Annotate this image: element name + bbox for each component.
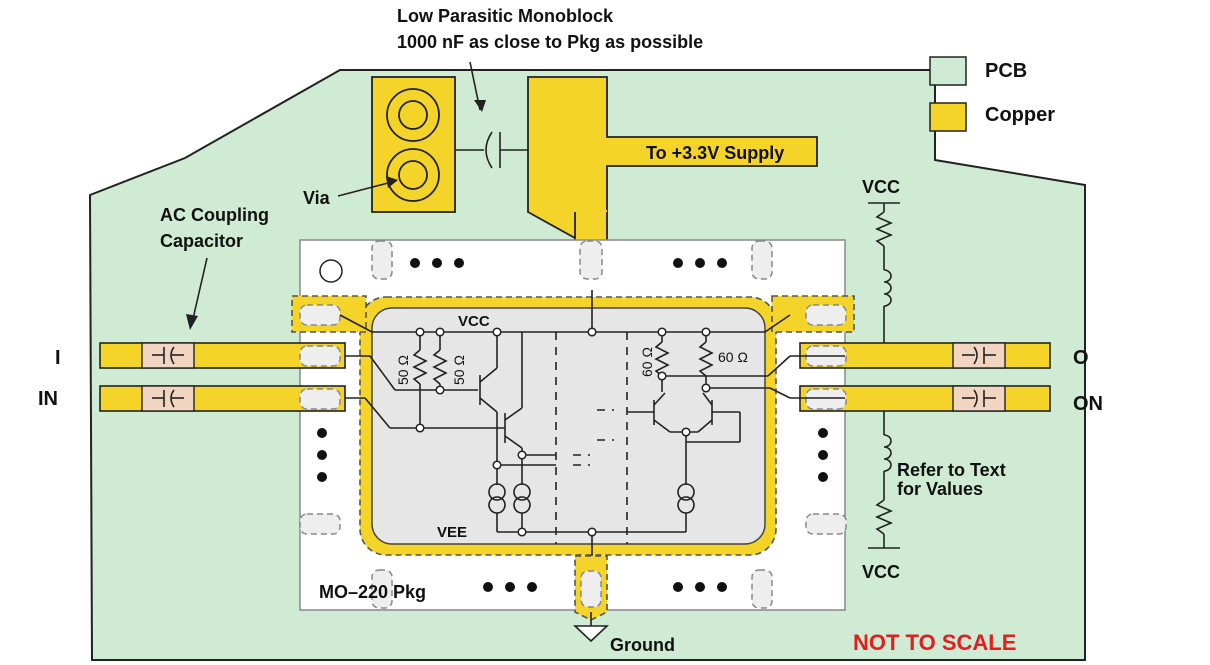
not-to-scale-label: NOT TO SCALE	[853, 630, 1016, 655]
package-label: MO–220 Pkg	[319, 582, 426, 602]
ac-coupling-label-line1: AC Coupling	[160, 205, 269, 225]
legend-swatch-copper	[929, 102, 967, 132]
legend-swatch-pcb	[929, 56, 967, 86]
ac-coupling-arrow	[191, 257, 208, 324]
monoblock-capacitor-symbol	[455, 131, 528, 169]
resistor-50-label-a: 50 Ω	[395, 355, 411, 385]
die	[371, 307, 766, 545]
package-pads	[299, 240, 847, 609]
legend-label-pcb: PCB	[985, 60, 1027, 82]
pad-right-3	[805, 388, 847, 410]
die-schematic	[339, 290, 845, 556]
pad-bottom-1	[371, 569, 393, 609]
cap-output-o	[952, 342, 1006, 369]
pad-left-4	[299, 513, 341, 535]
ac-coupling-label-line2: Capacitor	[160, 231, 243, 251]
monoblock-arrowhead	[474, 100, 486, 112]
monoblock-label-line1: Low Parasitic Monoblock	[397, 6, 614, 26]
resistor-60-label-b: 60 Ω	[718, 349, 748, 365]
resistor-60-label-a: 60 Ω	[639, 347, 655, 377]
refer-label-line1: Refer to Text	[897, 460, 1006, 480]
supply-label: To +3.3V Supply	[646, 143, 784, 163]
pad-left-1	[299, 304, 341, 326]
pin-dots	[317, 258, 828, 592]
pad-right-1	[805, 304, 847, 326]
via-block	[371, 76, 456, 213]
vcc-top-right-label: VCC	[862, 177, 900, 197]
vcc-bottom-right-label: VCC	[862, 562, 900, 582]
die-vee-label: VEE	[437, 524, 467, 541]
termination-network	[868, 202, 900, 549]
output-on-label: ON	[1073, 393, 1103, 415]
pad-left-2	[299, 345, 341, 367]
refer-label-line2: for Values	[897, 479, 983, 499]
pad-bottom-2	[580, 570, 602, 608]
cap-output-on	[952, 385, 1006, 412]
pad-left-3	[299, 388, 341, 410]
input-in-label: IN	[38, 388, 58, 410]
legend: PCB Copper	[929, 56, 1055, 132]
pad-top-2	[579, 240, 603, 280]
cap-input-i	[141, 342, 195, 369]
cap-input-in	[141, 385, 195, 412]
input-i-label: I	[55, 347, 61, 369]
pad-right-4	[805, 513, 847, 535]
ground-symbol	[572, 612, 610, 643]
output-o-label: O	[1073, 347, 1089, 369]
via-arrow	[337, 181, 393, 197]
monoblock-label-line2: 1000 nF as close to Pkg as possible	[397, 32, 703, 52]
ac-coupling-arrowhead	[186, 314, 198, 330]
pad-top-1	[371, 240, 393, 280]
resistor-50-label-b: 50 Ω	[451, 355, 467, 385]
via-label: Via	[303, 188, 331, 208]
ground-label: Ground	[610, 635, 675, 655]
die-vcc-label: VCC	[458, 313, 490, 330]
pad-top-3	[751, 240, 773, 280]
via-arrowhead	[386, 176, 398, 188]
supply-copper-trace	[527, 76, 818, 240]
pin1-marker	[319, 259, 343, 283]
pad-bottom-3	[751, 569, 773, 609]
legend-label-copper: Copper	[985, 104, 1055, 126]
